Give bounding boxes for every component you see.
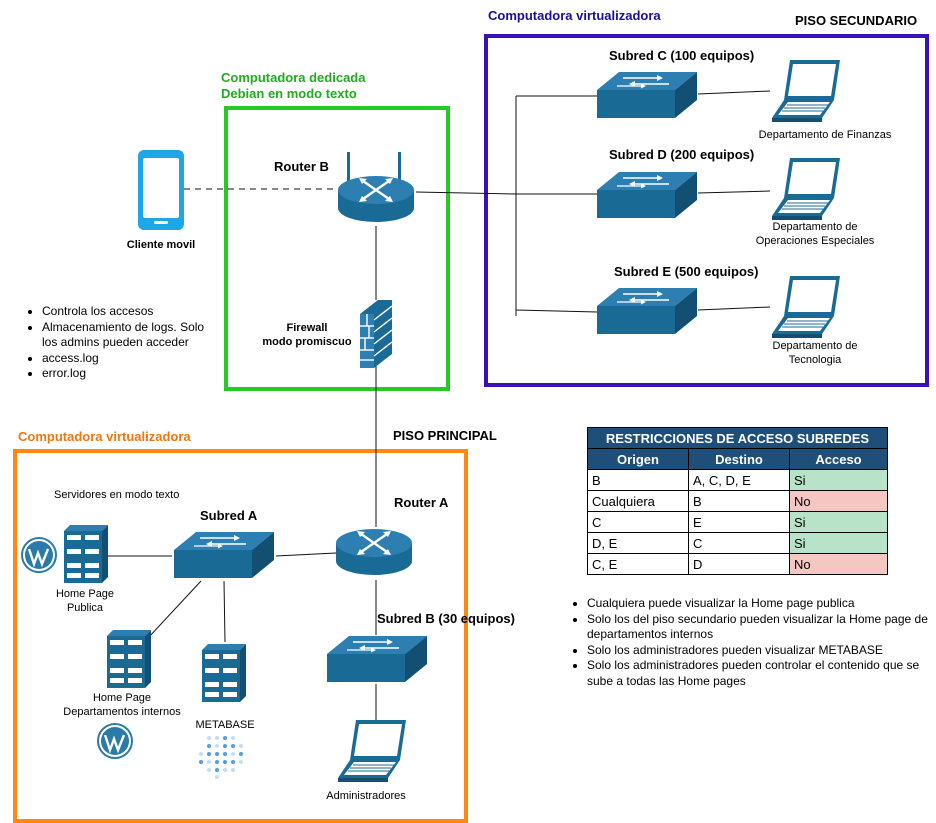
phone-icon <box>138 150 184 230</box>
floor-secondary-label: PISO SECUNDARIO <box>795 13 918 28</box>
server-metabase-icon <box>202 644 246 702</box>
dedicated-frame <box>224 106 450 391</box>
origin-cell: C <box>587 511 689 533</box>
origin-cell: B <box>587 469 689 491</box>
access-cell: No <box>789 490 888 512</box>
wordpress-icon <box>20 536 58 574</box>
subnet-c-label: Subred C (100 equipos) <box>609 48 755 63</box>
router-b-notes: Controla los accesos Almacenamiento de l… <box>22 304 222 382</box>
policy-item: Cualquiera puede visualizar la Home page… <box>587 596 933 612</box>
column-header: Acceso <box>789 448 888 470</box>
subnet-e-label: Subred E (500 equipos) <box>614 264 759 279</box>
router-b-icon <box>336 152 416 224</box>
column-header: Origen <box>587 448 689 470</box>
servers-caption: Servidores en modo texto <box>54 489 180 501</box>
origin-cell: C, E <box>587 553 689 575</box>
note-item: Almacenamiento de logs. Solo los admins … <box>42 320 222 351</box>
subnet-a-label: Subred A <box>200 508 258 523</box>
tecnologia-label: Departamento de Tecnologia <box>772 340 858 366</box>
dest-cell: D <box>688 553 790 575</box>
server-home-publica-icon <box>64 525 108 583</box>
dest-cell: A, C, D, E <box>688 469 790 491</box>
policy-item: Solo los administradores pueden controla… <box>587 658 933 689</box>
access-table: RESTRICCIONES DE ACCESO SUBREDES Origen … <box>587 427 888 575</box>
switch-e-icon <box>596 287 698 335</box>
firewall-label: Firewall modo promiscuo <box>262 322 352 348</box>
table-row: Cualquiera B No <box>587 490 888 512</box>
firewall-icon <box>360 300 393 368</box>
access-cell: Si <box>789 511 888 533</box>
policy-item: Solo los del piso secundario pueden visu… <box>587 612 933 643</box>
switch-a-icon <box>173 531 275 579</box>
table-row: C E Si <box>587 511 888 533</box>
router-b-label: Router B <box>274 159 329 174</box>
admins-label: Administradores <box>326 790 406 802</box>
client-label: Cliente movil <box>126 239 196 251</box>
access-table-title: RESTRICCIONES DE ACCESO SUBREDES <box>587 427 888 449</box>
policy-notes: Cualquiera puede visualizar la Home page… <box>567 596 933 689</box>
origin-cell: Cualquiera <box>587 490 689 512</box>
finanzas-label: Departamento de Finanzas <box>758 129 892 141</box>
subnet-b-label: Subred B (30 equipos) <box>377 611 515 626</box>
home-publica-label: Home Page Publica <box>55 588 115 614</box>
laptop-tecnologia-icon <box>771 275 841 339</box>
metabase-logo-icon <box>199 736 243 779</box>
switch-b-icon <box>326 635 428 683</box>
piso-principal-frame <box>13 449 468 823</box>
table-row: C, E D No <box>587 553 888 575</box>
wordpress-icon <box>96 722 134 760</box>
dedicated-title-line1: Computadora dedicada <box>221 70 366 85</box>
access-cell: No <box>789 553 888 575</box>
dest-cell: E <box>688 511 790 533</box>
note-item: error.log <box>42 366 222 382</box>
dest-cell: B <box>688 490 790 512</box>
note-item: access.log <box>42 351 222 367</box>
floor-primary-label: PISO PRINCIPAL <box>393 428 497 443</box>
operaciones-label: Departamento de Operaciones Especiales <box>755 221 875 247</box>
switch-c-icon <box>596 71 698 119</box>
note-item: Controla los accesos <box>42 304 222 320</box>
router-a-label: Router A <box>394 495 449 510</box>
metabase-label: METABASE <box>195 719 255 731</box>
origin-cell: D, E <box>587 532 689 554</box>
laptop-admins-icon <box>337 719 407 783</box>
policy-item: Solo los administradores pueden visualiz… <box>587 643 933 659</box>
column-header: Destino <box>688 448 790 470</box>
access-cell: Si <box>789 469 888 491</box>
piso-secundario-frame <box>484 34 929 387</box>
table-row: B A, C, D, E Si <box>587 469 888 491</box>
dest-cell: C <box>688 532 790 554</box>
virt-primary-title: Computadora virtualizadora <box>18 429 191 444</box>
table-row: D, E C Si <box>587 532 888 554</box>
laptop-operaciones-icon <box>771 157 841 221</box>
subnet-d-label: Subred D (200 equipos) <box>609 147 755 162</box>
laptop-finanzas-icon <box>771 59 841 123</box>
server-home-internos-icon <box>107 630 151 688</box>
router-a-icon <box>334 527 414 577</box>
switch-d-icon <box>596 171 698 219</box>
virt-secondary-title: Computadora virtualizadora <box>488 8 661 23</box>
home-internos-label: Home Page Departamentos internos <box>63 692 181 718</box>
access-cell: Si <box>789 532 888 554</box>
dedicated-title-line2: Debian en modo texto <box>221 86 357 101</box>
